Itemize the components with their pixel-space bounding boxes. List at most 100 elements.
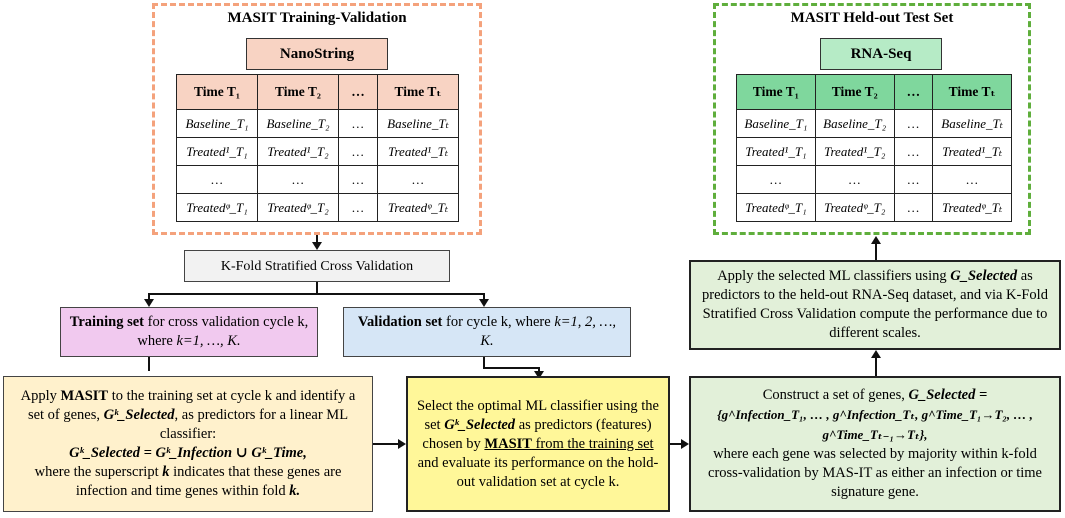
apply-selected-text: Apply the selected ML classifiers using … <box>699 267 1051 343</box>
text-span: Select the optimal ML classifier using t… <box>417 397 659 433</box>
connector-line <box>875 356 877 376</box>
apply-masit-box: Apply MASIT to the training set at cycle… <box>3 376 373 512</box>
arrow-head <box>534 371 544 379</box>
table-cell: … <box>338 137 378 166</box>
nanostring-source: NanoString <box>246 38 388 70</box>
header-cell: Time T₁ <box>176 74 258 110</box>
text-span: , as predictors for a linear ML classifi… <box>159 407 349 442</box>
table-cell: … <box>338 165 378 194</box>
table-cell: Baseline_T₁ <box>176 109 258 138</box>
header-cell: Time Tₜ <box>932 74 1012 110</box>
select-classifier-box: Select the optimal ML classifier using t… <box>406 376 670 512</box>
table-cell: Baseline_T₁ <box>736 109 816 138</box>
training-set-range: k=1, …, K. <box>176 333 241 349</box>
rnaseq-source: RNA-Seq <box>820 38 942 70</box>
table-row: Treatedᵠ_T₁ Treatedᵠ_T₂ … Treatedᵠ_Tₜ <box>176 193 459 222</box>
construct-genes-text: Construct a set of genes, G_Selected = {… <box>699 386 1051 502</box>
header-cell: … <box>893 74 934 110</box>
table-cell: … <box>377 165 459 194</box>
header-cell: Time T₂ <box>257 74 339 110</box>
text-span: Construct a set of genes, <box>762 387 909 403</box>
arrow-head <box>871 236 881 244</box>
connector-line <box>316 235 318 246</box>
table-cell: Treated¹_T₂ <box>257 137 339 166</box>
arrow-head <box>312 242 322 250</box>
validation-set-desc: for cycle k, where <box>442 314 555 330</box>
table-row: Baseline_T₁ Baseline_T₂ … Baseline_Tₜ <box>736 109 1012 138</box>
connector-line <box>483 357 485 368</box>
k-symbol: k <box>162 464 170 480</box>
text-span: where each gene was selected by majority… <box>708 446 1042 500</box>
connector-line <box>538 367 540 372</box>
apply-selected-box: Apply the selected ML classifiers using … <box>689 260 1061 350</box>
g-selected-symbol: G_Selected = <box>908 387 988 403</box>
connector-line <box>148 293 150 300</box>
validation-set-label: Validation set <box>357 314 443 330</box>
table-cell: … <box>932 165 1012 194</box>
table-cell: Treatedᵠ_T₂ <box>814 193 895 222</box>
table-cell: Baseline_T₂ <box>814 109 895 138</box>
construct-genes-box: Construct a set of genes, G_Selected = {… <box>689 376 1061 512</box>
text-span: as predictors (features) chosen by <box>422 416 652 452</box>
training-set-desc: for cross validation cycle k, where <box>137 314 309 349</box>
arrow-head <box>681 439 689 449</box>
arrow-head <box>871 350 881 358</box>
test-panel-title: MASIT Held-out Test Set <box>790 10 954 26</box>
table-cell: … <box>257 165 339 194</box>
text-span: and evaluate its performance on the hold… <box>417 454 659 490</box>
training-table-header: Time T₁ Time T₂ … Time Tₜ <box>176 74 459 110</box>
text-span: Apply the selected ML classifiers using <box>717 268 951 284</box>
k-symbol: k. <box>289 483 301 499</box>
table-row: Treated¹_T₁ Treated¹_T₂ … Treated¹_Tₜ <box>176 137 459 166</box>
table-cell: Baseline_Tₜ <box>932 109 1012 138</box>
text-span: where the superscript <box>34 464 163 480</box>
training-set-text: Training set for cross validation cycle … <box>69 313 309 351</box>
arrow-head <box>144 299 154 307</box>
table-cell: Treatedᵠ_T₁ <box>736 193 816 222</box>
table-cell: Treated¹_T₁ <box>176 137 258 166</box>
connector-line <box>875 242 877 260</box>
masit-label: MASIT <box>60 388 109 404</box>
header-cell: Time T₁ <box>736 74 816 110</box>
table-cell: Treated¹_T₂ <box>814 137 895 166</box>
table-cell: Treatedᵠ_T₂ <box>257 193 339 222</box>
table-row: … … … … <box>176 165 459 194</box>
select-classifier-text: Select the optimal ML classifier using t… <box>416 397 660 492</box>
table-cell: … <box>176 165 258 194</box>
apply-masit-text: Apply MASIT to the training set at cycle… <box>14 387 362 501</box>
masit-label: MASIT <box>484 435 532 452</box>
training-table: Time T₁ Time T₂ … Time Tₜ Baseline_T₁ Ba… <box>176 74 459 222</box>
table-cell: Baseline_Tₜ <box>377 109 459 138</box>
g-selected-symbol: Gᵏ_Selected <box>103 407 175 423</box>
connector-line <box>316 282 318 294</box>
connector-line <box>670 443 682 445</box>
connector-line <box>373 443 399 445</box>
g-selected-symbol: Gᵏ_Selected <box>444 416 516 433</box>
header-cell: Time Tₜ <box>377 74 459 110</box>
table-cell: … <box>893 137 934 166</box>
table-cell: Treatedᵠ_T₁ <box>176 193 258 222</box>
text-span: as predictors to the held-out RNA-Seq da… <box>702 268 1048 341</box>
training-set-box: Training set for cross validation cycle … <box>60 307 318 357</box>
test-table: Time T₁ Time T₂ … Time Tₜ Baseline_T₁ Ba… <box>736 74 1012 222</box>
text-span: from the training set <box>531 435 654 452</box>
held-out-test-panel: MASIT Held-out Test Set RNA-Seq Time T₁ … <box>713 3 1031 235</box>
table-cell: … <box>338 109 378 138</box>
text-span: to the training set at cycle k and ident… <box>27 388 356 423</box>
connector-line <box>148 293 484 295</box>
training-validation-panel: MASIT Training-Validation NanoString Tim… <box>152 3 482 235</box>
training-set-label: Training set <box>69 314 144 330</box>
table-cell: Baseline_T₂ <box>257 109 339 138</box>
table-cell: … <box>893 109 934 138</box>
connector-line <box>483 293 485 300</box>
training-panel-title: MASIT Training-Validation <box>227 10 407 26</box>
table-row: Baseline_T₁ Baseline_T₂ … Baseline_Tₜ <box>176 109 459 138</box>
header-cell: Time T₂ <box>814 74 895 110</box>
test-table-header: Time T₁ Time T₂ … Time Tₜ <box>736 74 1012 110</box>
table-cell: … <box>338 193 378 222</box>
validation-set-box: Validation set for cycle k, where k=1, 2… <box>343 307 631 357</box>
arrow-head <box>479 299 489 307</box>
table-row: … … … … <box>736 165 1012 194</box>
kfold-cv-box: K-Fold Stratified Cross Validation <box>184 250 450 282</box>
table-cell: Treatedᵠ_Tₜ <box>377 193 459 222</box>
